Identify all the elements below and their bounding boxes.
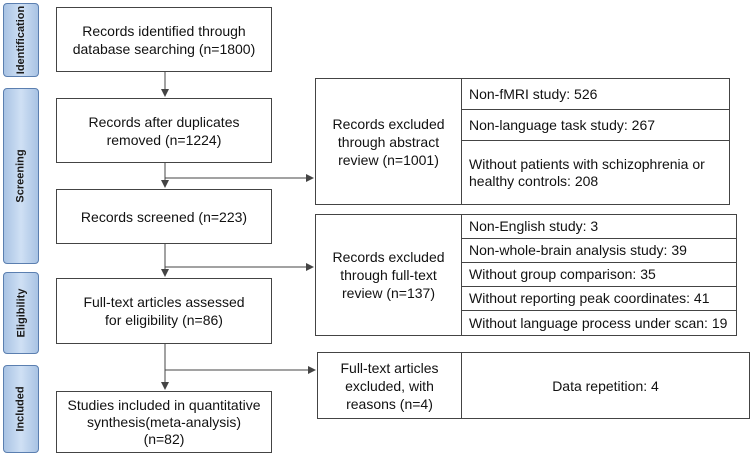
exclusion-reason: Without patients with schizophrenia or h… (469, 155, 705, 189)
exclusion-reason: Without group comparison: 35 (462, 263, 736, 287)
final-exclusion-box: Full-text articles excluded, with reason… (317, 352, 462, 419)
screened-records-box: Records screened (n=223) (56, 189, 272, 244)
exclusion-reason: Data repetition: 4 (552, 377, 659, 394)
stage-label-eligibility: Eligibility (3, 272, 39, 354)
exclusion-reason: Without language process under scan: 19 (469, 314, 728, 331)
exclusion-reason: Without reporting peak coordinates: 41 (462, 287, 736, 311)
exclusion-reason: Non-language task study: 267 (462, 110, 729, 141)
stage-label-identification: Identification (3, 3, 39, 77)
stage-label-included: Included (3, 365, 39, 453)
exclusion-reason: Non-English study: 3 (462, 215, 736, 239)
full-text-assessed-box: Full-text articles assessed for eligibil… (56, 278, 272, 344)
abstract-exclusion-reasons: Non-fMRI study: 526 Non-language task st… (461, 78, 730, 205)
fulltext-exclusion-reasons: Non-English study: 3 Non-whole-brain ana… (461, 214, 737, 336)
stage-label-screening: Screening (3, 88, 39, 264)
exclusion-reason: Non-fMRI study: 526 (462, 79, 729, 110)
after-duplicates-box: Records after duplicates removed (n=1224… (56, 98, 272, 163)
exclusion-reason: Non-whole-brain analysis study: 39 (462, 239, 736, 263)
included-studies-box: Studies included in quantitative synthes… (56, 391, 272, 453)
identified-records-box: Records identified through database sear… (56, 7, 272, 72)
final-exclusion-reasons: Data repetition: 4 (461, 352, 750, 419)
abstract-exclusion-box: Records excluded through abstract review… (315, 78, 462, 205)
fulltext-exclusion-box: Records excluded through full-text revie… (315, 214, 462, 336)
